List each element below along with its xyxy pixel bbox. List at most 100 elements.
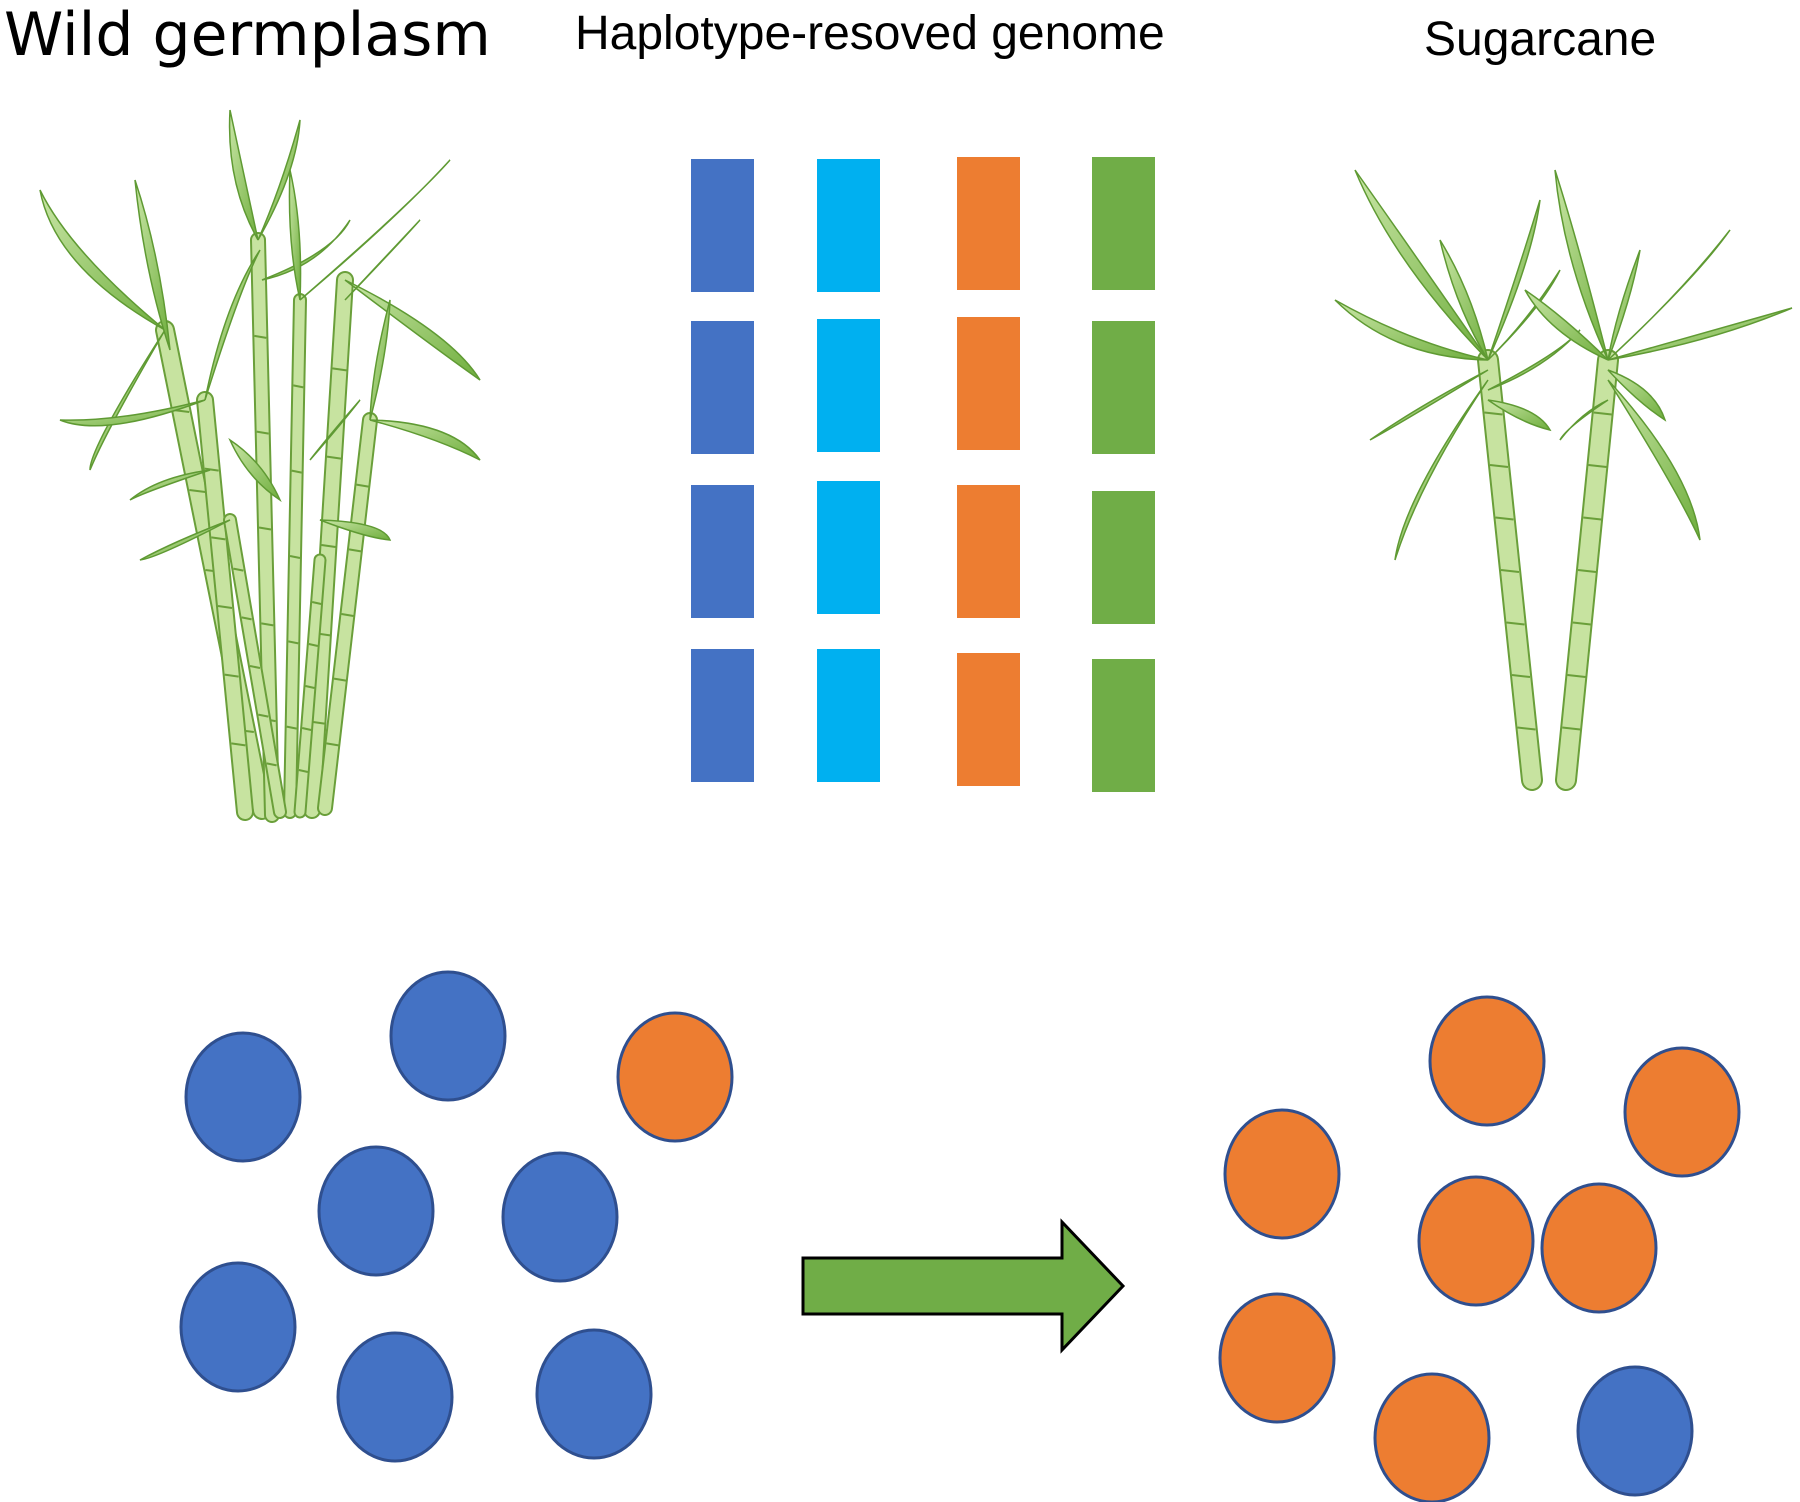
- orange-chromosome-circle: [1428, 995, 1546, 1127]
- stalk-node: [356, 483, 369, 488]
- haplotype-block: [957, 157, 1020, 290]
- stalk-node: [261, 622, 274, 627]
- orange-chromosome-circle: [616, 1011, 734, 1143]
- stalk-node: [241, 616, 252, 621]
- sugarcane-chromosome-set: [1218, 995, 1741, 1502]
- blue-chromosome-circle: [501, 1151, 619, 1283]
- stalk-node: [258, 713, 269, 718]
- leaf: [1354, 169, 1489, 361]
- haplotype-block: [817, 481, 880, 614]
- leaf: [1524, 289, 1609, 361]
- blue-chromosome-circle: [535, 1328, 653, 1460]
- orange-chromosome-circle: [1417, 1175, 1535, 1307]
- stalk-node: [341, 613, 354, 617]
- leaf: [344, 279, 481, 381]
- orange-chromosome-circle: [1540, 1182, 1658, 1314]
- stalk-node: [231, 742, 246, 747]
- leaf: [134, 179, 171, 351]
- stalk-node: [305, 685, 315, 689]
- wild-chromosome-set: [179, 970, 734, 1463]
- leaf: [89, 329, 166, 471]
- blue-chromosome-circle: [1576, 1365, 1694, 1497]
- orange-chromosome-circle: [1218, 1292, 1336, 1424]
- haplotype-block: [1092, 321, 1155, 454]
- stalk-node: [326, 455, 342, 460]
- leaf: [288, 169, 302, 301]
- leaf: [309, 399, 361, 461]
- stalk-node: [308, 643, 319, 647]
- leaf: [1487, 199, 1541, 361]
- stalk-node: [286, 725, 297, 730]
- leaf: [1487, 399, 1552, 432]
- haplotype-block: [1092, 491, 1155, 624]
- stalk-node: [1506, 621, 1525, 626]
- stalk-node: [1593, 411, 1612, 416]
- leaf: [139, 519, 231, 561]
- right-arrow-icon: [801, 1218, 1126, 1354]
- wild-germplasm-title: Wild germplasm: [4, 0, 491, 70]
- leaf: [1559, 399, 1609, 441]
- blue-chromosome-circle: [179, 1261, 297, 1393]
- stalk-node: [288, 640, 299, 645]
- stalk-node: [1484, 411, 1503, 416]
- blue-chromosome-circle: [336, 1331, 454, 1463]
- stalk-node: [1588, 464, 1607, 468]
- haplotype-block: [817, 649, 880, 782]
- sugarcane-title: Sugarcane: [1424, 13, 1657, 66]
- haplotype-block: [817, 159, 880, 292]
- stalk-node: [1562, 726, 1581, 731]
- leaf: [1439, 239, 1489, 361]
- leaf: [204, 249, 261, 401]
- stalk-node: [321, 544, 336, 548]
- stalk-node: [224, 673, 239, 678]
- orange-chromosome-circle: [1373, 1372, 1491, 1502]
- haplotype-block: [957, 653, 1020, 786]
- stalk-node: [211, 536, 226, 541]
- stalk-node: [258, 526, 272, 531]
- haplotype-block: [1092, 659, 1155, 792]
- wild-germplasm-plant-icon: [39, 109, 481, 823]
- leaf: [319, 519, 392, 541]
- haplotype-genome-title: Haplotype-resoved genome: [575, 7, 1165, 60]
- stalk-node: [291, 469, 302, 474]
- stalk-node: [254, 334, 267, 339]
- stalk-node: [1572, 621, 1591, 626]
- haplotype-block: [957, 317, 1020, 450]
- haplotype-block: [817, 319, 880, 452]
- leaf: [1487, 269, 1561, 361]
- blue-chromosome-circle: [184, 1031, 302, 1163]
- leaf: [228, 109, 259, 241]
- leaf: [261, 219, 351, 281]
- blue-chromosome-circle: [317, 1145, 435, 1277]
- stalk-node: [204, 467, 219, 472]
- stalk-node: [348, 548, 362, 553]
- stalk-node: [1583, 516, 1602, 521]
- stalk-node: [298, 769, 309, 773]
- stalk-node: [1511, 674, 1531, 678]
- haplotype-block: [1092, 157, 1155, 290]
- stalk-node: [311, 601, 322, 605]
- leaf: [129, 469, 211, 501]
- leaf: [1607, 229, 1731, 361]
- leaf: [257, 119, 301, 241]
- leaf: [1334, 299, 1489, 361]
- stalk-node: [332, 367, 347, 372]
- stalk-node: [217, 605, 233, 609]
- stalk-node: [1489, 464, 1509, 468]
- stalk-node: [256, 430, 269, 435]
- stalk-node: [289, 555, 301, 559]
- leaf: [369, 299, 391, 421]
- leaf: [1394, 379, 1489, 561]
- haplotype-block: [957, 485, 1020, 618]
- stalk-node: [1577, 569, 1597, 573]
- haplotype-block: [691, 485, 754, 618]
- leaf: [39, 189, 166, 331]
- leaf: [1554, 169, 1609, 361]
- stalk-node: [266, 762, 277, 767]
- stalk-node: [189, 489, 206, 493]
- leaf: [1607, 369, 1667, 422]
- leaf: [299, 159, 451, 301]
- stalk-node: [301, 727, 312, 731]
- stalk-node: [1567, 674, 1586, 678]
- leaf: [228, 437, 282, 503]
